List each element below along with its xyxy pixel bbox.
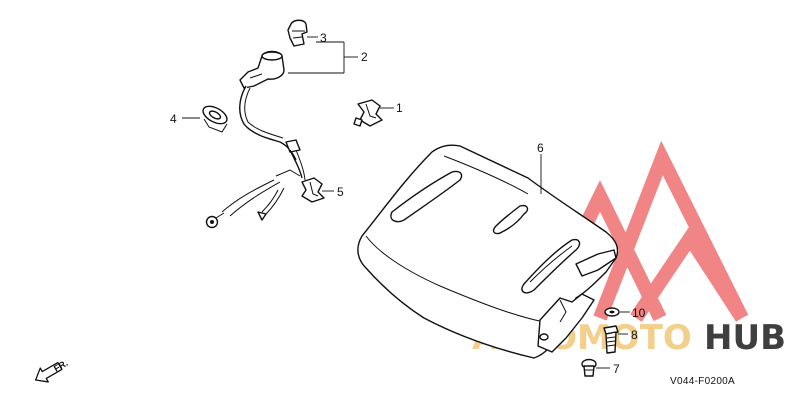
- callout-3: 3: [320, 31, 327, 45]
- part-4-grommet: [202, 105, 228, 133]
- front-arrow-icon: [34, 361, 63, 383]
- part-2-socket-harness: [205, 50, 306, 229]
- callout-7: 7: [613, 362, 620, 376]
- callout-6: 6: [537, 141, 544, 155]
- watermark-text-dark: HUB: [704, 318, 786, 358]
- callout-labels: 3 2 4 1 5 6 10 8 7: [170, 31, 646, 376]
- callout-2: 2: [361, 50, 368, 64]
- callout-10: 10: [632, 306, 646, 320]
- part-10-washer: [604, 307, 620, 317]
- part-3-connector-cap: [287, 19, 308, 47]
- callout-8: 8: [631, 328, 638, 342]
- part-7-screw: [581, 358, 597, 377]
- callout-5: 5: [337, 185, 344, 199]
- callout-4: 4: [170, 112, 177, 126]
- part-5-clip: [301, 177, 325, 203]
- drawing-code: V044-F0200A: [670, 376, 735, 387]
- callout-1: 1: [396, 101, 403, 115]
- part-8-bolt: [603, 325, 619, 354]
- leader-lines: [182, 36, 630, 369]
- part-1-clip: [353, 99, 383, 127]
- front-direction-indicator: FR.: [34, 358, 70, 383]
- front-direction-label: FR.: [52, 358, 70, 374]
- part-6-cover: [357, 144, 619, 359]
